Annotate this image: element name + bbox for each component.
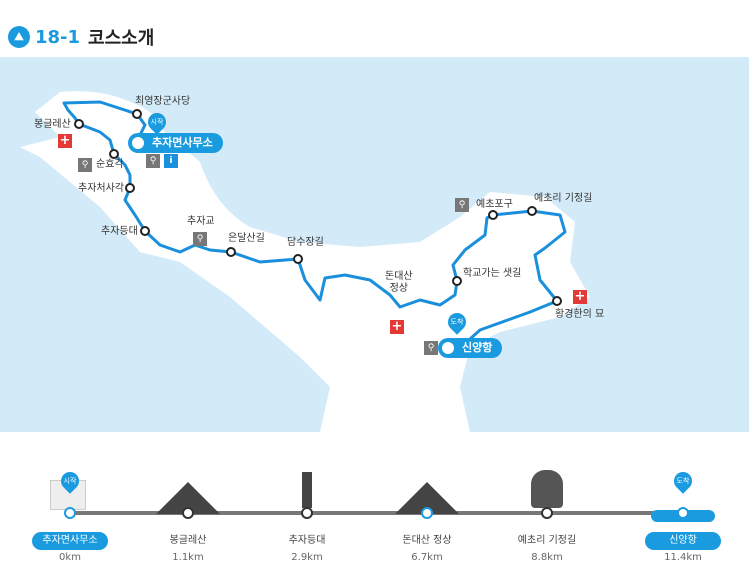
label-lighthouse: 추자등대 bbox=[101, 226, 138, 237]
station-distance: 1.1km bbox=[172, 552, 204, 563]
section-number: 18-1 bbox=[35, 26, 81, 48]
first-aid-icon: + bbox=[390, 319, 404, 334]
start-office-pill[interactable]: 추자면사무소 bbox=[128, 133, 223, 153]
first-aid-icon: + bbox=[573, 289, 587, 304]
office-icon bbox=[130, 135, 146, 151]
route-line bbox=[62, 100, 567, 350]
start-pin: 시작 bbox=[144, 109, 170, 135]
course-map: 최영장군사당 봉글레산 순효각 추자처사각 추자등대 추자교 은달산길 담수장길… bbox=[0, 57, 749, 432]
restroom-icon: ⚲ bbox=[146, 154, 160, 168]
station-name: 추자등대 bbox=[288, 535, 326, 546]
info-icon: i bbox=[164, 154, 178, 168]
restroom-icon: ⚲ bbox=[455, 198, 469, 212]
course-timeline: 시작 추자면사무소 0km 봉글레산 1.1km 추자등대 2.9km 돈대산 … bbox=[0, 432, 749, 578]
station-distance: 8.8km bbox=[531, 552, 563, 563]
station-distance: 6.7km bbox=[411, 552, 443, 563]
station-name: 봉글레산 bbox=[169, 535, 207, 546]
section-header: ⛰ 18-1 코스소개 bbox=[8, 24, 154, 50]
label-cheosagak: 추자처사각 bbox=[78, 183, 124, 194]
route-waypoints bbox=[74, 109, 562, 306]
section-title: 코스소개 bbox=[88, 28, 155, 49]
station-dot bbox=[677, 507, 689, 519]
port-icon bbox=[440, 340, 456, 356]
trees-icon bbox=[531, 470, 563, 508]
label-choi-shrine: 최영장군사당 bbox=[135, 96, 191, 107]
station-dot bbox=[301, 507, 313, 519]
label-sunhyogak: 순효각 bbox=[96, 159, 124, 170]
label-school-path: 학교가는 샛길 bbox=[463, 268, 522, 279]
station-dot bbox=[421, 507, 433, 519]
station-distance: 0km bbox=[59, 552, 81, 563]
station-dot bbox=[541, 507, 553, 519]
station-dot bbox=[64, 507, 76, 519]
islands bbox=[20, 91, 590, 432]
map-graphic bbox=[20, 91, 590, 432]
station-distance: 11.4km bbox=[664, 552, 702, 563]
label-tomb: 황경한의 묘 bbox=[555, 309, 605, 320]
timeline-line bbox=[70, 511, 690, 515]
end-pin: 도착 bbox=[670, 468, 696, 494]
first-aid-icon: + bbox=[58, 133, 72, 148]
main-island bbox=[20, 91, 590, 432]
label-dondaesan: 돈대산 정상 bbox=[385, 271, 413, 294]
restroom-icon: ⚲ bbox=[424, 341, 438, 355]
station-name: 추자면사무소 bbox=[32, 532, 108, 550]
restroom-icon: ⚲ bbox=[78, 158, 92, 172]
station-name: 예초리 기정길 bbox=[517, 535, 577, 546]
restroom-icon: ⚲ bbox=[193, 232, 207, 246]
hiking-icon: ⛰ bbox=[8, 26, 30, 48]
label-eundal: 은달산길 bbox=[228, 233, 265, 244]
station-dot bbox=[182, 507, 194, 519]
end-port-pill[interactable]: 신양항 bbox=[438, 338, 503, 358]
label-bridge: 추자교 bbox=[187, 216, 215, 227]
lighthouse-icon bbox=[302, 472, 312, 508]
label-bonggeulle: 봉글레산 bbox=[34, 119, 71, 130]
label-yecho-port: 예초포구 bbox=[476, 199, 513, 210]
station-name: 돈대산 정상 bbox=[402, 535, 452, 546]
label-damsu: 담수장길 bbox=[287, 237, 324, 248]
end-pin: 도착 bbox=[444, 309, 470, 335]
station-name: 신양항 bbox=[645, 532, 721, 550]
label-yecho-road: 예초리 기정길 bbox=[534, 193, 593, 204]
station-distance: 2.9km bbox=[291, 552, 323, 563]
start-pin: 시작 bbox=[57, 468, 83, 494]
